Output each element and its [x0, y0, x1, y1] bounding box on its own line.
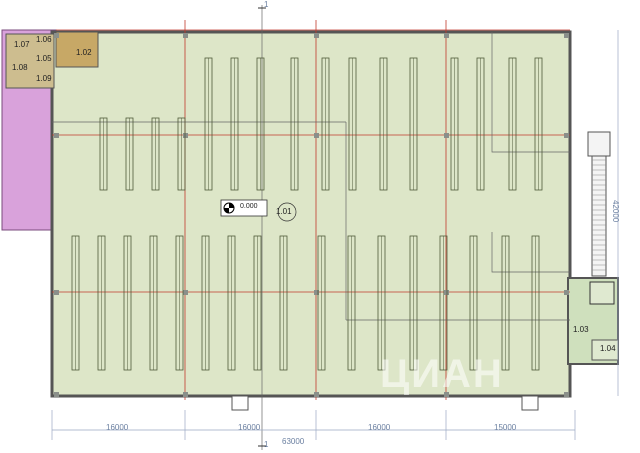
room-1-01-circle — [277, 202, 297, 222]
room-label-1-06: 1.06 — [36, 35, 52, 44]
conveyor — [591, 155, 607, 277]
column — [54, 33, 59, 38]
conveyor-head — [587, 131, 611, 157]
column — [314, 290, 319, 295]
column — [314, 133, 319, 138]
room-label-1-09: 1.09 — [36, 74, 52, 83]
column — [183, 290, 188, 295]
column — [564, 133, 569, 138]
dimension-total-height: 42000 — [611, 200, 620, 223]
loading-docks — [231, 395, 539, 411]
column — [444, 392, 449, 397]
room-label-1-01: 1.01 — [276, 207, 292, 216]
column — [444, 33, 449, 38]
grid-lines — [52, 20, 570, 400]
column — [444, 290, 449, 295]
column — [444, 133, 449, 138]
conveyor-rollers — [592, 159, 606, 271]
dimension-bay-2: 16000 — [238, 423, 261, 432]
room-label-1-02: 1.02 — [76, 48, 92, 57]
axis-marker-bottom: 1 — [264, 440, 269, 449]
dimension-total-width: 63000 — [282, 437, 305, 446]
room-label-1-08: 1.08 — [12, 63, 28, 72]
room-label-1-03: 1.03 — [573, 325, 589, 334]
dimension-bay-3: 16000 — [368, 423, 391, 432]
room-label-1-04: 1.04 — [600, 344, 616, 353]
column — [183, 133, 188, 138]
dimension-lines — [51, 30, 619, 440]
column — [54, 290, 59, 295]
room-1-02-area — [55, 31, 99, 68]
column — [54, 392, 59, 397]
column — [564, 392, 569, 397]
column — [314, 33, 319, 38]
reference-lines — [52, 5, 570, 450]
column — [183, 392, 188, 397]
column — [564, 33, 569, 38]
storage-racks — [71, 57, 543, 371]
dimension-bay-1: 16000 — [106, 423, 129, 432]
room-cluster — [5, 33, 55, 89]
watermark: ЦИАН — [380, 352, 504, 396]
column — [54, 133, 59, 138]
elevation-label: 0.000 — [240, 203, 258, 210]
axis-marker-top: 1 — [264, 0, 269, 9]
column — [564, 290, 569, 295]
room-label-1-05: 1.05 — [36, 54, 52, 63]
dimension-bay-4: 15000 — [494, 423, 517, 432]
column-grid — [54, 33, 569, 397]
column — [183, 33, 188, 38]
column — [314, 392, 319, 397]
stair-box — [589, 281, 615, 305]
room-label-1-07: 1.07 — [14, 40, 30, 49]
